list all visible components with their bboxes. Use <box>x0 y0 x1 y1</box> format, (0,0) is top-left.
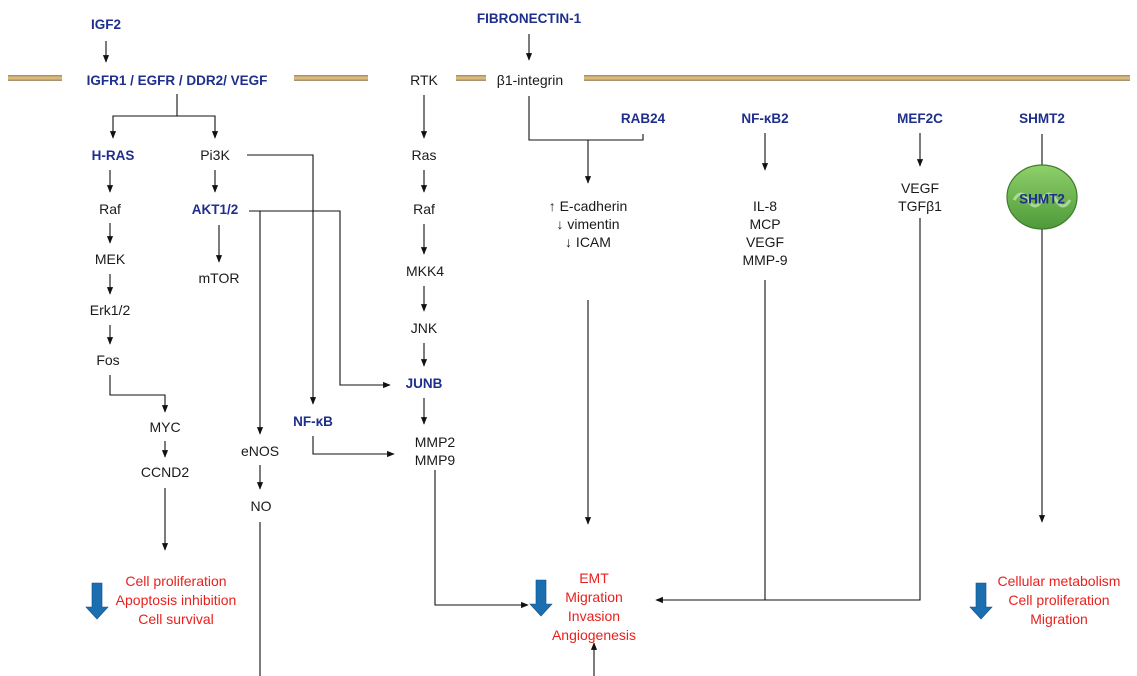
fos-node: Fos <box>96 352 119 369</box>
junb-node: JUNB <box>406 375 443 392</box>
pi3k-to-nfkb <box>247 155 313 404</box>
b1-integrin-node: β1-integrin <box>497 72 563 89</box>
akt-to-junb <box>249 211 390 385</box>
enos-node: eNOS <box>241 443 279 460</box>
rab24-node: RAB24 <box>621 110 665 127</box>
outcome-left-1: Cell proliferation <box>116 572 237 591</box>
outcome-center-1: EMT <box>552 569 636 588</box>
fibronectin-node: FIBRONECTIN-1 <box>477 10 581 27</box>
ecadherin-label: ↑ E-cadherin <box>549 197 628 215</box>
il8-label: IL-8 <box>742 197 787 215</box>
mef2c-node: MEF2C <box>897 110 943 127</box>
down-arrow-icon-center <box>530 580 552 616</box>
igf2-node: IGF2 <box>91 16 121 33</box>
mmp-to-outcome <box>435 470 528 605</box>
hras-node: H-RAS <box>92 147 135 164</box>
nfkb-to-mmp <box>313 436 394 454</box>
mmp9-label-b: MMP-9 <box>742 251 787 269</box>
outcome-center-4: Angiogenesis <box>552 626 636 645</box>
receptors-node: IGFR1 / EGFR / DDR2/ VEGF <box>87 72 268 89</box>
jnk-node: JNK <box>411 320 437 337</box>
mtor-node: mTOR <box>199 270 240 287</box>
mmp9-label: MMP9 <box>415 451 455 469</box>
mkk4-node: MKK4 <box>406 263 444 280</box>
akt-node: AKT1/2 <box>192 201 239 218</box>
mmp-node: MMP2 MMP9 <box>415 433 455 469</box>
outcome-left-2: Apoptosis inhibition <box>116 591 237 610</box>
raf-node-left: Raf <box>99 201 121 218</box>
receptor-to-pi3k <box>177 116 215 138</box>
outcome-left: Cell proliferation Apoptosis inhibition … <box>116 572 237 629</box>
vegf-label-c: VEGF <box>898 179 942 197</box>
nfkb-node: NF-κB <box>293 413 333 430</box>
shmt2-node: SHMT2 <box>1019 110 1065 127</box>
vegf-label: VEGF <box>742 233 787 251</box>
pi3k-node: Pi3K <box>200 147 230 164</box>
ecadherin-node: ↑ E-cadherin ↓ vimentin ↓ ICAM <box>549 197 628 251</box>
fos-mtor-to-myc <box>110 375 165 412</box>
receptor-to-hras <box>113 94 177 138</box>
tgfb1-label: TGFβ1 <box>898 197 942 215</box>
outcome-right-3: Migration <box>998 610 1121 629</box>
icam-label: ↓ ICAM <box>549 233 628 251</box>
mek-node: MEK <box>95 251 125 268</box>
ccnd2-node: CCND2 <box>141 464 189 481</box>
down-arrow-icon-right <box>970 583 992 619</box>
outcome-center: EMT Migration Invasion Angiogenesis <box>552 569 636 645</box>
down-arrow-icon-left <box>86 583 108 619</box>
mmp2-label: MMP2 <box>415 433 455 451</box>
vegf-tgf-node: VEGF TGFβ1 <box>898 179 942 215</box>
vimentin-label: ↓ vimentin <box>549 215 628 233</box>
vegf-to-outcome <box>765 218 920 600</box>
ras-node: Ras <box>412 147 437 164</box>
outcome-left-3: Cell survival <box>116 610 237 629</box>
outcome-center-2: Migration <box>552 588 636 607</box>
shmt2-mito-label: SHMT2 <box>1019 192 1065 207</box>
outcome-right-1: Cellular metabolism <box>998 572 1121 591</box>
il8-to-outcome <box>656 280 765 600</box>
il8-node: IL-8 MCP VEGF MMP-9 <box>742 197 787 269</box>
outcome-right-2: Cell proliferation <box>998 591 1121 610</box>
akt-to-enos <box>249 211 260 434</box>
no-node: NO <box>251 498 272 515</box>
mcp-label: MCP <box>742 215 787 233</box>
myc-node: MYC <box>149 419 180 436</box>
nfkb2-node: NF-κB2 <box>741 110 788 127</box>
outcome-right: Cellular metabolism Cell proliferation M… <box>998 572 1121 629</box>
outcome-center-3: Invasion <box>552 607 636 626</box>
raf-node-right: Raf <box>413 201 435 218</box>
erk-node: Erk1/2 <box>90 302 130 319</box>
rtk-node: RTK <box>410 72 438 89</box>
